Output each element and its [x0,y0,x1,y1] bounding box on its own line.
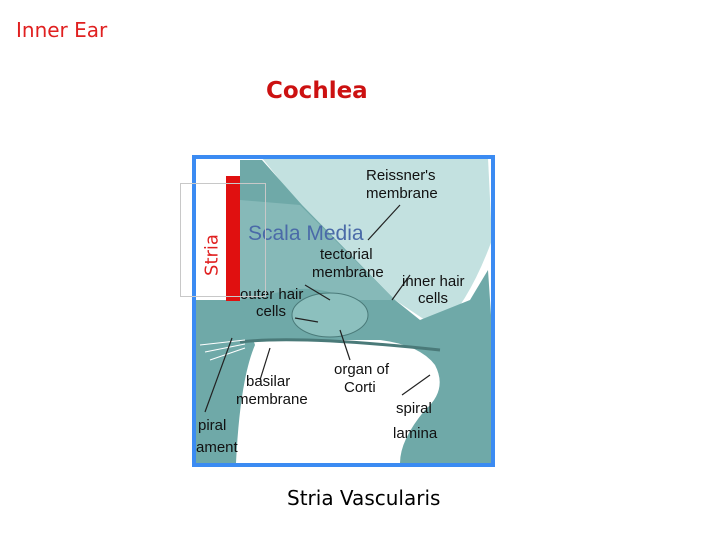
label-organ-1: organ of [334,361,390,378]
stria-rotated-label: Stria [201,234,223,276]
slide-title: Inner Ear [16,18,108,42]
stria-highlight-bar [226,176,240,301]
pointer-lines [204,204,431,413]
label-spiral-1: spiral [396,400,432,417]
fluid-region [262,158,492,330]
label-inner-2: cells [418,290,448,307]
basilar-membrane [239,338,441,352]
label-tectorial-2: membrane [312,264,384,281]
label-scala-media: Scala Media [248,222,364,245]
diagram-frame [192,155,495,467]
scala-media-area [240,200,395,300]
label-ligament-1: piral [198,417,226,434]
label-basilar-1: basilar [246,373,290,390]
label-reissner-2: membrane [366,185,438,202]
stria-label-box [180,183,266,297]
label-tectorial-1: tectorial [320,246,373,263]
label-outer-1: outer hair [240,286,303,303]
label-reissner-1: Reissner's [366,167,436,184]
label-spiral-2: lamina [393,425,438,442]
diagram-caption: Stria Vascularis [287,486,441,510]
label-outer-2: cells [256,303,286,320]
label-ligament-2: ament [196,439,239,456]
fibers [199,339,246,361]
label-organ-2: Corti [344,379,376,396]
organ-of-corti [291,292,369,338]
label-basilar-2: membrane [236,391,308,408]
diagram-heading: Cochlea [266,78,368,104]
label-inner-1: inner hair [402,273,465,290]
